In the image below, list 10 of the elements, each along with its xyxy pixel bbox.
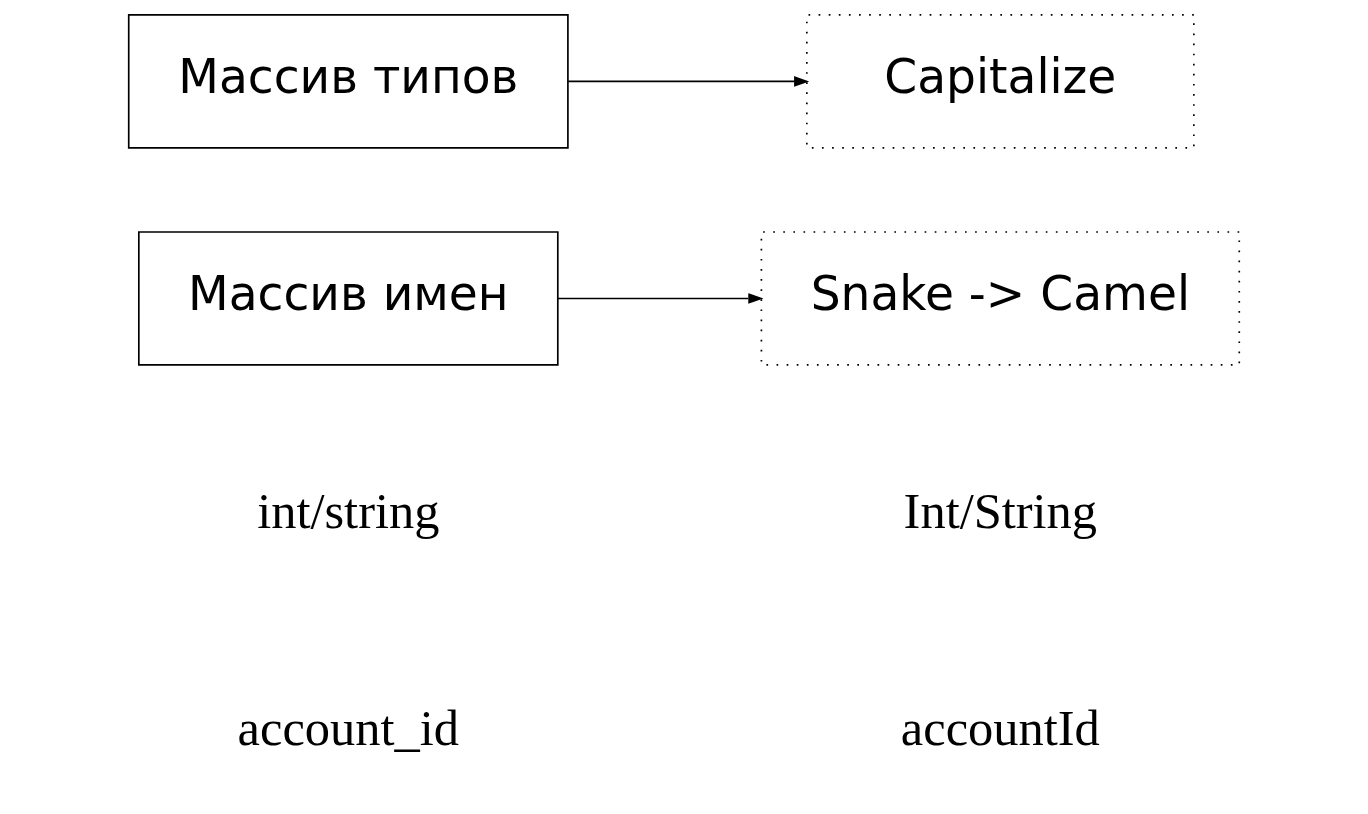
- node-box: Массив имен: [138, 231, 559, 366]
- node-box: Capitalize: [806, 14, 1195, 149]
- label: account_id: [237, 700, 460, 757]
- arrow: [557, 293, 764, 304]
- node-box: Массив типов: [127, 14, 569, 149]
- label: int/string: [257, 483, 440, 540]
- label: accountId: [900, 700, 1100, 757]
- arrow: [567, 76, 810, 87]
- node-box: Snake -> Camel: [760, 231, 1241, 366]
- label: Int/String: [903, 483, 1098, 540]
